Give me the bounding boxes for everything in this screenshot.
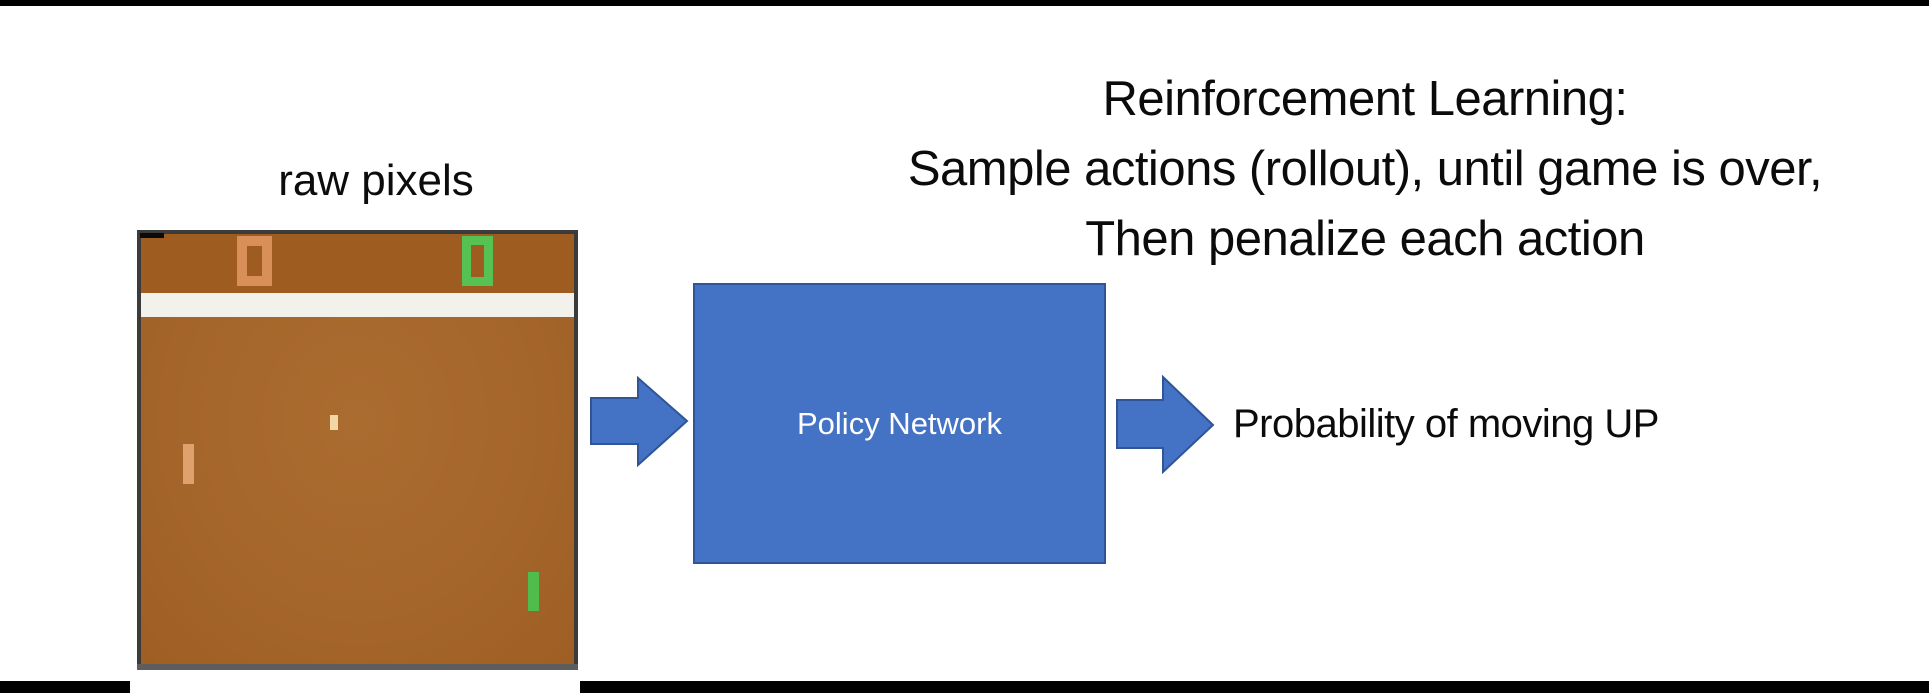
pong-right-paddle (528, 572, 539, 611)
left-score-zero (237, 236, 272, 286)
pong-divider-band (141, 293, 574, 317)
top-black-bar (0, 0, 1929, 6)
title-line-2: Sample actions (rollout), until game is … (907, 142, 1823, 196)
right-score-zero (462, 236, 493, 286)
pong-left-paddle (183, 444, 194, 484)
policy-network-box: Policy Network (693, 283, 1106, 564)
right-arrow-shape (1116, 374, 1215, 475)
screen-corner-dash (140, 233, 164, 238)
right-arrow-icon (590, 375, 689, 468)
title-line-3: Then penalize each action (1085, 212, 1645, 266)
right-arrow-icon (1116, 374, 1215, 475)
pong-score-area (141, 234, 574, 293)
pong-game-screenshot (137, 230, 578, 670)
pong-bottom-border (137, 664, 578, 670)
raw-pixels-label: raw pixels (278, 156, 474, 205)
probability-output-label: Probability of moving UP (1233, 401, 1659, 446)
policy-network-label: Policy Network (797, 405, 1002, 441)
right-arrow-shape (590, 375, 689, 468)
slide-title: Reinforcement Learning: Sample actions (… (801, 64, 1929, 274)
title-line-1: Reinforcement Learning: (1102, 72, 1628, 126)
pong-ball (330, 415, 338, 430)
pong-play-area (141, 317, 574, 664)
